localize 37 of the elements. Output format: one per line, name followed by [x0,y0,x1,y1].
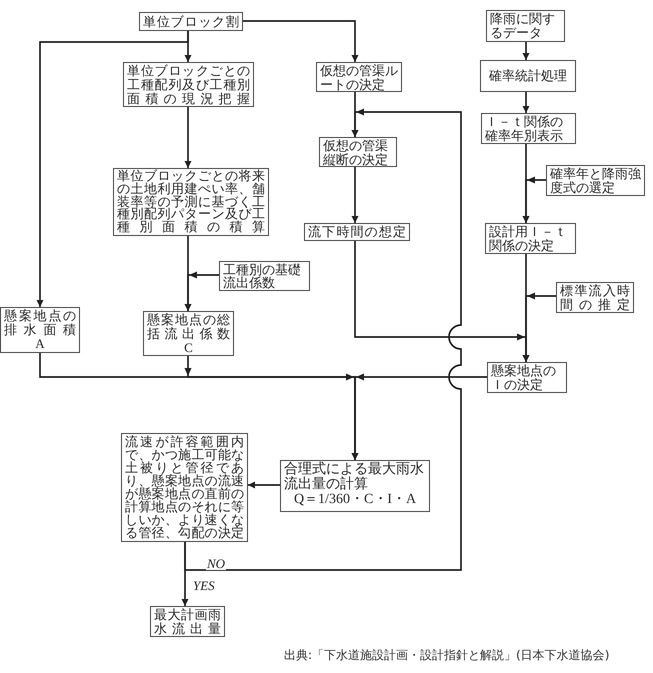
process-box [486,10,565,42]
step-text: 確率統計処理 [488,69,568,83]
formula-text: Q＝1/360・C・I・A [292,492,418,507]
step-text: 懸案地点の総括流出係数 [147,313,230,341]
step-text: 仮想の管渠ルートの決定 [320,64,398,91]
step-text: 設計用Ｉ－ｔ関係の決定 [489,225,568,253]
process-box [487,362,567,393]
process-box [485,223,576,254]
step-text: 最大計画雨水流出量 [154,608,221,636]
process-box [481,113,576,144]
step-text: 流速が許容範囲内で、かつ施工可能な土被りと管径であり、懸案地点の流速が懸案地点の直前の計算地点のそれに等しいか、より速くなる管径、勾配の決定 [125,435,244,539]
process-box [480,60,576,92]
step-text: 懸案地点のＩの決定 [491,364,557,392]
variable-symbol: C [183,341,194,355]
step-text: 単位ブロックごとの将来の土地利用建ぺい率、舗装率等の予測に基づく工種別配列パターン及び工種別面積の積算 [117,170,265,234]
step-text: 懸案地点の排水面積 [4,309,76,337]
step-text: 降雨に関するデータ [490,12,556,40]
process-box [319,137,397,167]
process-box [143,311,234,356]
step-text: 標準流入時間の推定 [560,284,630,312]
step-text: 単位ブロック割 [143,14,239,29]
process-box [219,261,310,291]
step-text: 流下時間の想定 [308,225,406,239]
process-box [304,223,410,241]
step-text: 工種別の基礎流出係数 [223,263,302,289]
edge-label: NO [206,557,226,570]
step-text: Ｉ－ｔ関係の確率年別表示 [485,115,564,143]
process-box [280,460,430,512]
step-text: 確率年と降雨強度式の選定 [550,167,641,195]
source-caption: 出典:「下水道施設計画・設計指針と解説」(日本下水道協会) [284,648,610,662]
process-box [0,307,80,353]
edge-label: YES [192,579,216,592]
step-text: 単位ブロックごとの工種配列及び工種別面積の現況把握 [127,64,250,106]
process-box [139,12,243,31]
step-text: 仮想の管渠縦断の決定 [323,139,389,166]
step-text: 合理式による最大雨水流出量の計算 [284,462,425,492]
variable-symbol: A [34,337,46,351]
